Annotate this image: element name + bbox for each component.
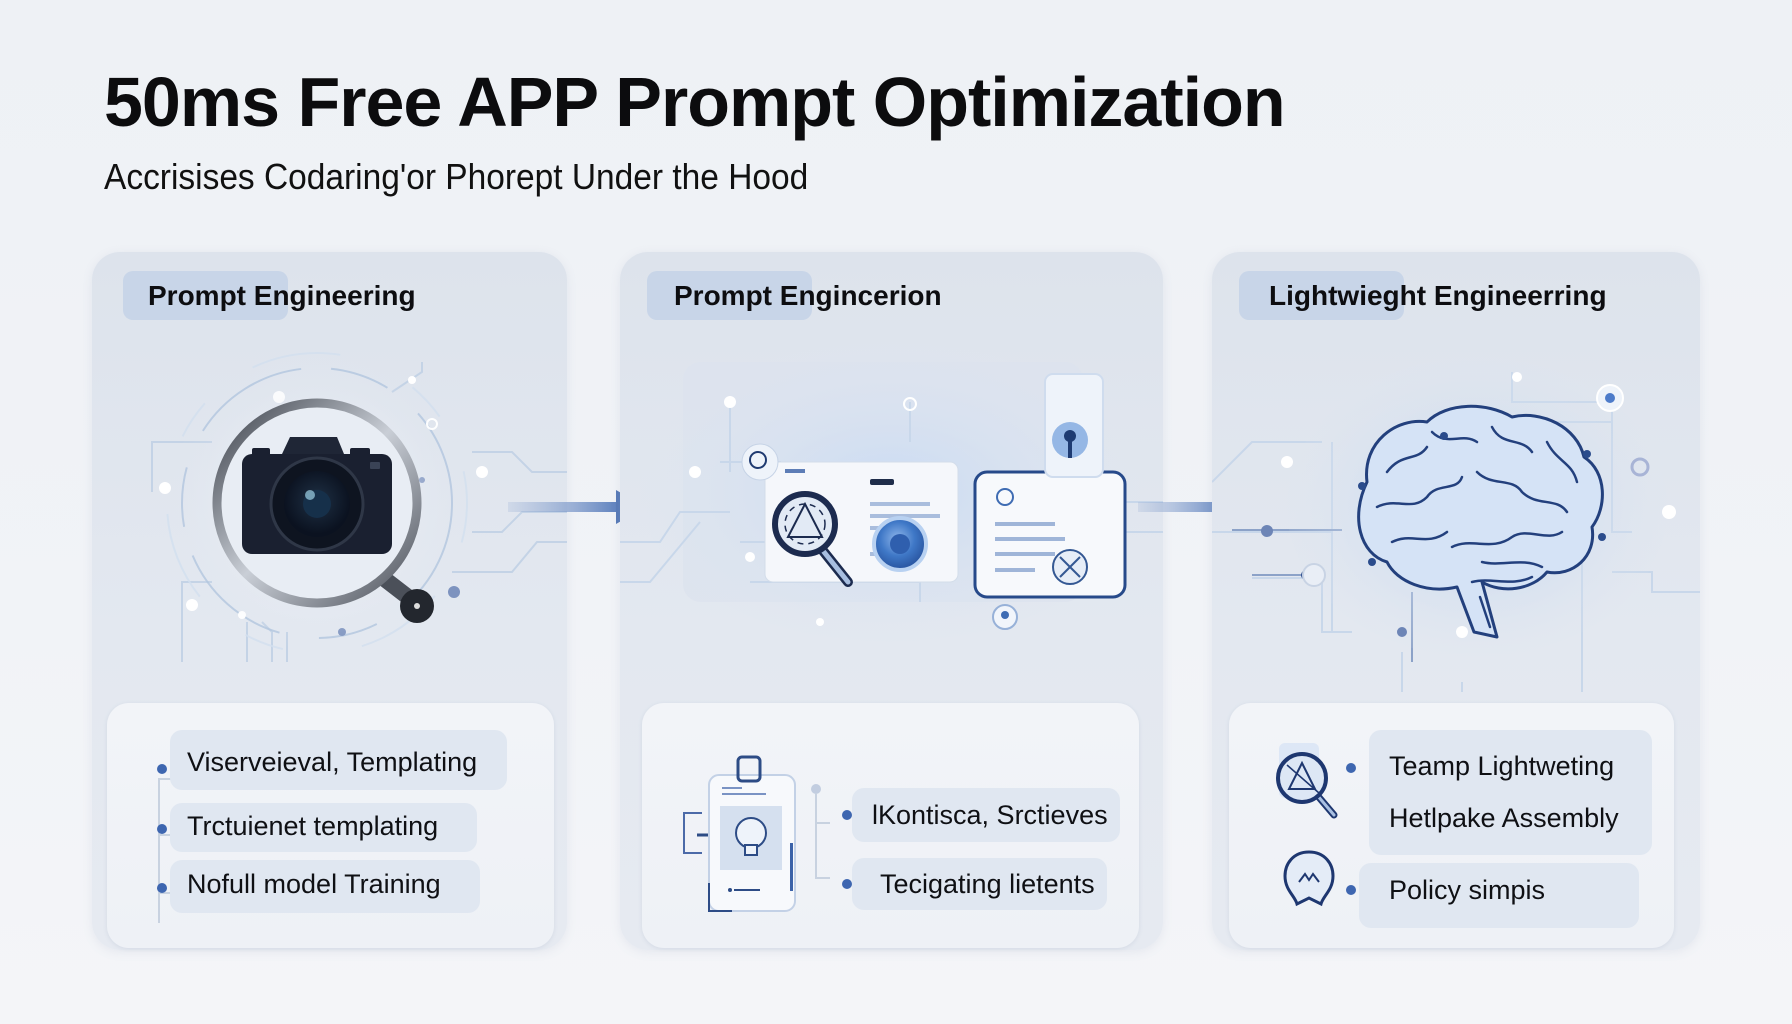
card-tag xyxy=(123,271,288,320)
feature-pill xyxy=(1359,863,1639,928)
feature-pill xyxy=(852,858,1107,910)
feature-item: Viserveieval, Templating xyxy=(187,747,478,777)
bullet-dot xyxy=(842,879,852,889)
feature-pill xyxy=(852,788,1120,842)
features-panel: lKontisca, Srctieves Tecigating lietents xyxy=(642,703,1139,948)
lightbulb-clipboard-icon xyxy=(672,753,802,918)
card-tag xyxy=(647,271,812,320)
card-prompt-engincerion: Prompt Engincerion xyxy=(620,252,1163,950)
feature-item: Hetlpake Assembly xyxy=(1389,803,1619,833)
feature-pill xyxy=(170,730,507,790)
feature-pill xyxy=(170,860,480,913)
feature-pill xyxy=(170,803,477,852)
feature-item: Tecigating lietents xyxy=(880,869,1095,899)
feature-item: Teamp Lightweting xyxy=(1389,751,1615,781)
card-tag xyxy=(1239,271,1404,320)
brain-circuit-icon xyxy=(1212,332,1700,692)
lightbulb-badge-icon xyxy=(1279,846,1339,921)
bullet-dot xyxy=(842,810,852,820)
bullet-dot xyxy=(1346,763,1356,773)
bullet-dot xyxy=(1346,885,1356,895)
features-panel: Viserveieval, Templating Trctuienet temp… xyxy=(107,703,554,948)
page-title: 50ms Free APP Prompt Optimization xyxy=(104,63,1286,141)
card-title: Prompt Engineering xyxy=(148,280,416,311)
feature-item: Policy simpis xyxy=(1389,875,1546,905)
features-panel: Teamp Lightweting Hetlpake Assembly Poli… xyxy=(1229,703,1674,948)
connector-lines-icon xyxy=(811,784,830,879)
bullet-dot xyxy=(157,883,167,893)
card-lightweight-engineering: Lightwieght Engineerring xyxy=(1212,252,1700,950)
magnifier-triangle-icon xyxy=(1269,733,1349,838)
card-title: Prompt Engincerion xyxy=(674,280,942,311)
card-title: Lightwieght Engineerring xyxy=(1269,280,1607,311)
bullet-dot xyxy=(157,824,167,834)
feature-pill xyxy=(1369,730,1652,855)
bullet-dot xyxy=(157,764,167,774)
card-prompt-engineering: Prompt Engineering xyxy=(92,252,567,950)
feature-item: Nofull model Training xyxy=(187,869,441,899)
feature-item: lKontisca, Srctieves xyxy=(872,800,1108,830)
page-subtitle: Accrisises Codaring'or Phorept Under the… xyxy=(104,156,809,197)
feature-item: Trctuienet templating xyxy=(187,811,439,841)
camera-magnifier-icon xyxy=(92,332,567,692)
connector-lines-icon xyxy=(158,778,171,923)
document-search-panels-icon xyxy=(620,332,1163,692)
